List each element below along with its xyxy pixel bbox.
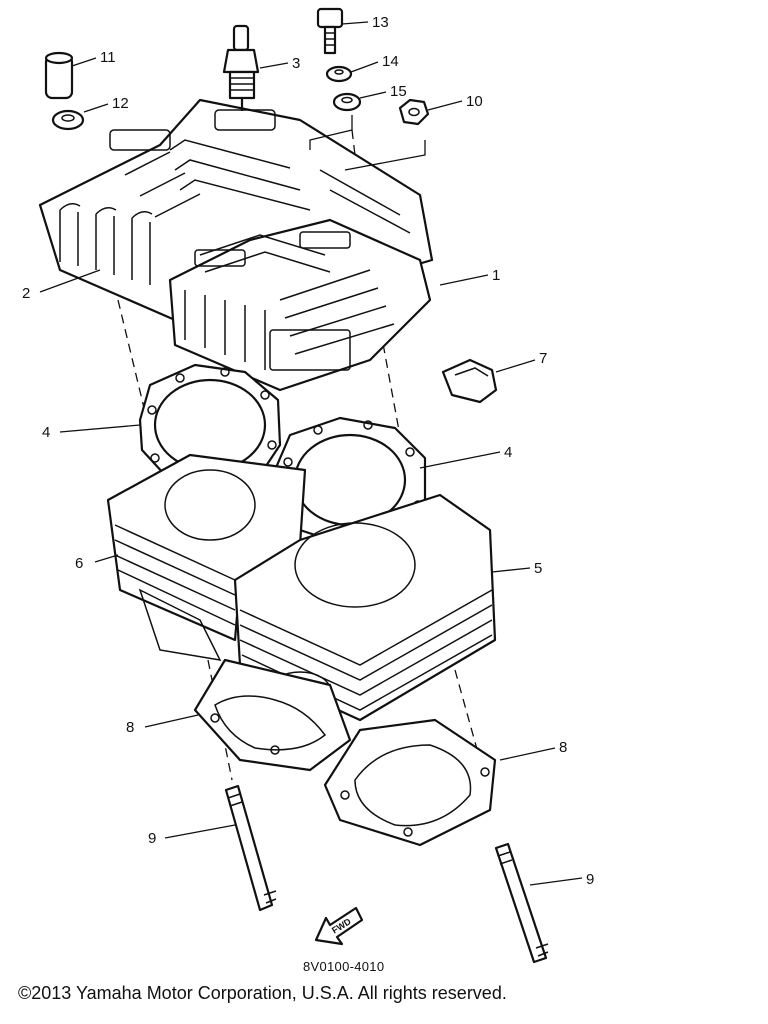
stud-left xyxy=(224,784,277,912)
callout-3: 3 xyxy=(292,55,300,72)
washer-15 xyxy=(332,92,362,112)
base-gasket-right xyxy=(323,718,497,847)
callout-12: 12 xyxy=(112,95,129,112)
fwd-arrow-icon: FWD xyxy=(314,906,364,946)
part-7-block xyxy=(441,358,498,404)
copyright-notice: ©2013 Yamaha Motor Corporation, U.S.A. A… xyxy=(18,983,507,1003)
callout-13: 13 xyxy=(372,14,389,31)
figure-code: 8V0100-4010 xyxy=(303,959,384,974)
callout-9-right: 9 xyxy=(586,871,594,888)
leader-lines xyxy=(39,21,583,886)
callout-4-left: 4 xyxy=(42,424,50,441)
callout-14: 14 xyxy=(382,53,399,70)
callout-5: 5 xyxy=(534,560,542,577)
collar-11 xyxy=(44,51,74,100)
stud-right xyxy=(494,842,549,964)
callout-6: 6 xyxy=(75,555,83,572)
base-gasket-left xyxy=(193,658,352,772)
nut-10 xyxy=(398,98,430,126)
callout-9-left: 9 xyxy=(148,830,156,847)
callout-4-right: 4 xyxy=(504,444,512,461)
cylinder-head-front xyxy=(168,218,432,392)
callout-2: 2 xyxy=(22,285,30,302)
callout-7: 7 xyxy=(539,350,547,367)
callout-labels: 1 2 3 4 4 5 6 7 8 8 9 9 10 11 12 13 14 1… xyxy=(22,14,594,888)
callout-8-right: 8 xyxy=(559,739,567,756)
callout-1: 1 xyxy=(492,267,500,284)
callout-15: 15 xyxy=(390,83,407,100)
callout-11: 11 xyxy=(100,49,116,66)
cylinder-right xyxy=(233,493,497,722)
washer-14 xyxy=(325,65,353,83)
spark-plug xyxy=(222,24,260,112)
callout-8-left: 8 xyxy=(126,719,134,736)
washer-12 xyxy=(51,109,85,131)
bolt-13 xyxy=(316,7,344,55)
callout-10: 10 xyxy=(466,93,483,110)
